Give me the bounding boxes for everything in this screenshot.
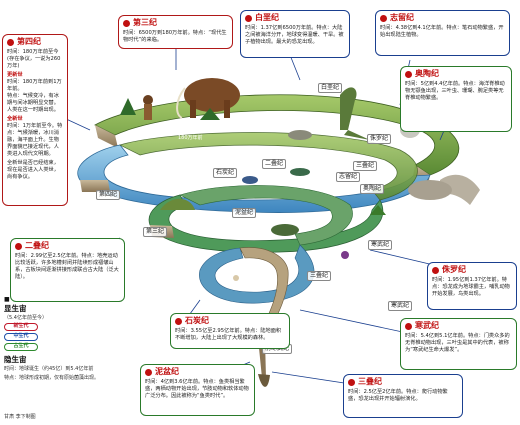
bullet-icon	[7, 38, 14, 46]
bullet-icon	[145, 368, 152, 376]
spiral-label-ordovician: 奥陶纪	[360, 184, 385, 194]
info-box-carboniferous: 石炭纪 时间：3.55亿至2.95亿年前。特点：陆地面积不断增加，大陆上出现了大…	[170, 313, 290, 349]
legend-paleozoic-swatch: 古生代	[4, 343, 38, 351]
age-marker-180: 180万年前	[178, 135, 203, 141]
spiral-label-quaternary: 第四纪	[96, 190, 121, 200]
spiral-label-cambrian-upper: 寒武纪	[368, 240, 393, 250]
info-box-tertiary: 第三纪 时间：6500万到180万年前。特点：“现代生物时代”的来临。	[118, 15, 233, 49]
legend-paleozoic: 古生代	[4, 343, 68, 351]
spiral-label-permian: 二叠纪	[262, 159, 287, 169]
legend-phanerozoic: 显生宙	[4, 304, 27, 313]
bullet-icon	[348, 378, 355, 386]
spiral-band-5	[179, 185, 353, 246]
bullet-icon	[15, 242, 22, 250]
info-box-quaternary: 第四纪 时间：180万年前至今(存在争议，一说为260万年) 更新世 时间：18…	[2, 34, 68, 206]
bullet-icon	[245, 14, 252, 22]
legend-mesozoic-swatch: 中生代	[4, 333, 38, 341]
info-box-triassic: 三叠纪 时间：2.5亿至2亿年前。特点：爬行动物繁盛，恐龙出现并开始辐射演化。	[343, 374, 463, 418]
legend-cryptozoic-text: 时间：地球诞生（约45亿）到5.4亿年前	[4, 366, 94, 372]
spiral-label-jurassic: 侏罗纪	[367, 134, 392, 144]
info-box-cretaceous: 白垩纪 时间：1.37亿到6500万年前。特点：大陆之间被海洋分开，地球变得温暖…	[240, 10, 350, 58]
legend-cenozoic: 新生代	[4, 323, 68, 331]
legend: ■ 显生宙 （5.4亿年前至今） 新生代 中生代 古生代 隐生宙 时间：地球诞生…	[4, 296, 99, 383]
legend-mesozoic: 中生代	[4, 333, 68, 341]
spiral-label-cretaceous: 白垩纪	[318, 83, 343, 93]
legend-phanerozoic-sub: （5.4亿年前至今）	[4, 315, 47, 321]
legend-cryptozoic: 隐生宙	[4, 355, 27, 364]
info-box-ordovician: 奥陶纪 时间：5亿到4.4亿年前。特点：海洋脊椎动物无颚鱼出现，三叶虫、珊瑚、腕…	[400, 66, 512, 132]
spiral-label-devonian: 泥盆纪	[232, 208, 257, 218]
credit-footer: 甘肃 李下制图	[4, 414, 36, 420]
bullet-icon	[432, 266, 439, 274]
spiral-label-tertiary: 第三纪	[143, 227, 168, 237]
info-box-permian: 二叠纪 时间：2.99亿至2.5亿年前。特点：地壳运动比较活跃，许多地槽封闭并陆…	[10, 238, 125, 302]
info-box-cambrian: 寒武纪 时间：5.4亿到5.1亿年前。特点：门类众多的无脊椎动物出现，三叶虫是其…	[400, 318, 517, 370]
spiral-label-carboniferous: 石炭纪	[213, 168, 238, 178]
legend-heading-marker: ■	[4, 296, 10, 303]
spiral-label-triassic-lower: 三叠纪	[307, 271, 332, 281]
bullet-icon	[405, 70, 412, 78]
bullet-icon	[405, 322, 412, 330]
bullet-icon	[380, 14, 387, 22]
info-box-jurassic: 侏罗纪 时间：1.95亿到1.37亿年前。特点：恐龙成为地球霸主，哺乳动物开始发…	[427, 262, 517, 310]
legend-cryptozoic-detail: 特点：地球形成初期，仅有原始菌藻出现。	[4, 375, 100, 381]
info-box-devonian: 泥盆纪 时间：4亿到3.6亿年前。特点：鱼类相当繁盛，两栖动物开始出现，节肢动物…	[140, 364, 255, 416]
age-marker-248: 2.48亿年前	[242, 266, 269, 272]
spiral-label-cambrian: 寒武纪	[388, 301, 413, 311]
bullet-icon	[175, 317, 182, 325]
spiral-label-silurian: 志留纪	[336, 172, 361, 182]
info-box-silurian: 志留纪 时间：4.38亿到4.1亿年前。特点：笔石动物繁盛，开始出现陆生植物。	[375, 10, 510, 56]
legend-cenozoic-swatch: 新生代	[4, 323, 38, 331]
bullet-icon	[123, 19, 130, 27]
spiral-label-triassic: 三叠纪	[353, 161, 378, 171]
